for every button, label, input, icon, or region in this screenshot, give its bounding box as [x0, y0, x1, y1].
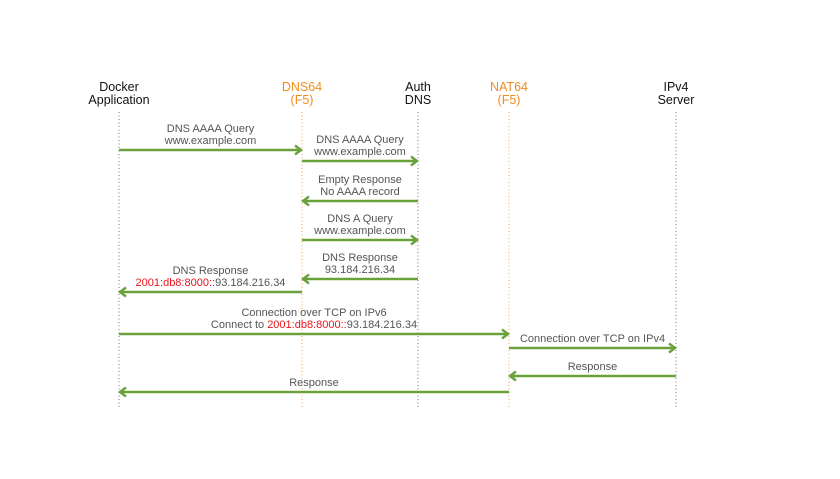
participant-label: DNS64 — [282, 80, 322, 94]
label-text: No AAAA record — [320, 186, 400, 198]
label-text: 93.184.216.34 — [347, 319, 417, 331]
label-text: Response — [289, 377, 339, 389]
participant-label: Application — [88, 93, 149, 107]
highlighted-address: 2001:db8:8000:: — [136, 277, 216, 289]
participant-headers: DockerApplicationDNS64(F5)AuthDNSNAT64(F… — [88, 80, 694, 107]
arrowhead-icon — [118, 386, 127, 398]
arrowhead-icon — [668, 342, 677, 354]
message-label: 2001:db8:8000::93.184.216.34 — [136, 277, 286, 289]
label-text: 93.184.216.34 — [325, 264, 395, 276]
label-text: www.example.com — [313, 225, 406, 237]
arrowhead-icon — [301, 273, 310, 285]
message-label: Empty Response — [318, 174, 402, 186]
label-text: DNS AAAA Query — [316, 134, 404, 146]
message-label: Response — [568, 361, 618, 373]
label-text: Connection over TCP on IPv4 — [520, 333, 665, 345]
label-text: www.example.com — [164, 135, 257, 147]
message-label: Connect to 2001:db8:8000::93.184.216.34 — [211, 319, 417, 331]
message-label: DNS Response — [173, 265, 249, 277]
participant-label: Server — [658, 93, 695, 107]
label-text: DNS Response — [173, 265, 249, 277]
message-label: Connection over TCP on IPv4 — [520, 333, 665, 345]
message-label: No AAAA record — [320, 186, 400, 198]
participant-label: (F5) — [498, 93, 521, 107]
participant-label: (F5) — [291, 93, 314, 107]
message-label: 93.184.216.34 — [325, 264, 395, 276]
label-text: Connection over TCP on IPv6 — [241, 307, 386, 319]
participant-label: IPv4 — [663, 80, 688, 94]
message-label: DNS A Query — [327, 213, 393, 225]
participant-label: Docker — [99, 80, 139, 94]
label-text: DNS Response — [322, 252, 398, 264]
arrowhead-icon — [118, 286, 127, 298]
label-text: Connect to — [211, 319, 267, 331]
highlighted-address: 2001:db8:8000:: — [267, 319, 347, 331]
message-nat64-to-docker: Response — [118, 377, 509, 398]
message-label: DNS AAAA Query — [316, 134, 404, 146]
label-text: www.example.com — [313, 146, 406, 158]
participant-label: Auth — [405, 80, 431, 94]
label-text: 93.184.216.34 — [215, 277, 285, 289]
message-ipv4-to-nat64: Response — [508, 361, 676, 382]
label-text: DNS A Query — [327, 213, 393, 225]
message-label: Response — [289, 377, 339, 389]
arrowhead-icon — [501, 328, 510, 340]
label-text: DNS AAAA Query — [167, 123, 255, 135]
arrowhead-icon — [410, 234, 419, 246]
message-nat64-to-ipv4: Connection over TCP on IPv4 — [509, 333, 677, 354]
message-label: www.example.com — [313, 146, 406, 158]
message-label: DNS AAAA Query — [167, 123, 255, 135]
message-label: www.example.com — [164, 135, 257, 147]
label-text: Empty Response — [318, 174, 402, 186]
arrowhead-icon — [294, 144, 303, 156]
message-label: Connection over TCP on IPv6 — [241, 307, 386, 319]
message-label: www.example.com — [313, 225, 406, 237]
arrowhead-icon — [410, 155, 419, 167]
participant-dns64: DNS64(F5) — [282, 80, 322, 107]
arrowhead-icon — [301, 195, 310, 207]
message-label: DNS Response — [322, 252, 398, 264]
arrowhead-icon — [508, 370, 517, 382]
participant-label: DNS — [405, 93, 431, 107]
participant-nat64: NAT64(F5) — [490, 80, 528, 107]
label-text: Response — [568, 361, 618, 373]
participant-label: NAT64 — [490, 80, 528, 94]
